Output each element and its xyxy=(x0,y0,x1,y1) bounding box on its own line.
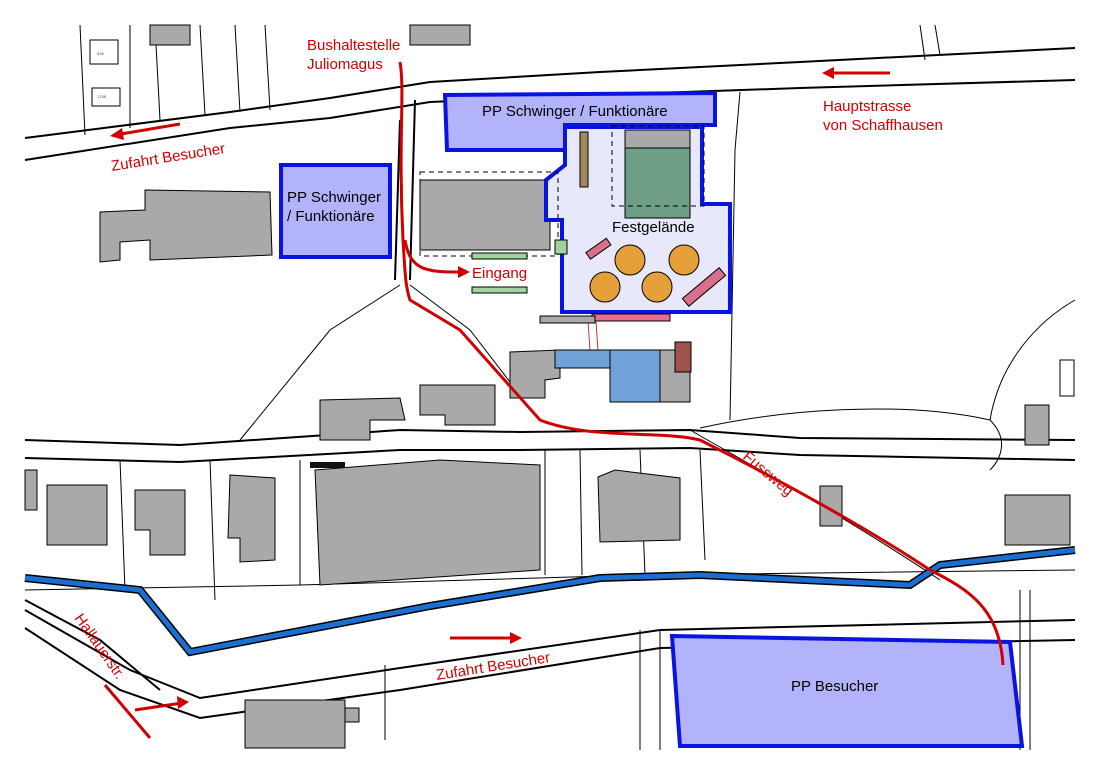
building xyxy=(344,707,360,723)
stall xyxy=(471,252,528,260)
hauptstrasse-south-edge xyxy=(24,79,1076,161)
bench-icon xyxy=(681,267,727,307)
label-main-road: Hauptstrasse xyxy=(823,98,911,115)
arrows xyxy=(103,67,890,739)
diagonal-road xyxy=(239,284,401,441)
label-bus-stop: Bushaltestelle xyxy=(307,37,400,54)
building-large xyxy=(314,459,541,586)
building xyxy=(1004,494,1071,546)
stall xyxy=(471,286,528,294)
east-loop xyxy=(699,408,1003,471)
label-festival-grounds: Festgelände xyxy=(612,219,695,236)
entrance-route xyxy=(403,239,461,274)
arrow-icon xyxy=(134,701,183,712)
labels: Bushaltestelle Juliomagus Hauptstrasse v… xyxy=(71,37,943,695)
stall xyxy=(539,315,596,324)
parcel-lines-north xyxy=(79,24,271,136)
building xyxy=(149,24,191,46)
tent-icon xyxy=(641,271,673,303)
label-bus-stop-name: Juliomagus xyxy=(307,56,383,73)
label-parcel-1708: 1708 xyxy=(97,94,107,99)
pink-strip xyxy=(591,313,671,322)
arena-green xyxy=(624,147,691,219)
hallauerstr-edge xyxy=(24,599,161,691)
connector-road-west xyxy=(394,119,401,281)
arrow-icon xyxy=(110,128,124,140)
building xyxy=(409,24,471,46)
parcel-lines-south xyxy=(384,590,1031,750)
tent-icon xyxy=(614,244,646,276)
label-access-visitors-top: Zufahrt Besucher xyxy=(110,140,226,175)
stall xyxy=(554,239,568,255)
visitor-route xyxy=(398,61,1005,666)
label-main-road-origin: von Schaffhausen xyxy=(823,117,943,134)
building xyxy=(244,699,346,749)
east-curve xyxy=(989,299,1076,421)
parcel-lines-mid xyxy=(119,449,706,601)
hall-blue xyxy=(554,349,616,369)
arrow-icon xyxy=(177,696,189,709)
label-entrance: Eingang xyxy=(472,265,527,282)
hall-blue xyxy=(609,349,661,403)
connector-road-east xyxy=(409,99,416,281)
parking-areas xyxy=(279,90,1025,748)
parcel-lines-ne xyxy=(919,24,941,61)
building xyxy=(24,469,38,511)
parking-athletes-left xyxy=(279,163,392,259)
arena-dashed-outline xyxy=(611,125,705,207)
east-lane xyxy=(729,91,741,421)
building xyxy=(419,384,496,426)
building xyxy=(597,469,681,543)
label-parking-visitors: PP Besucher xyxy=(791,678,878,695)
building xyxy=(319,397,406,441)
building-dark-strip xyxy=(310,462,345,468)
middle-road-south-edge xyxy=(24,446,1076,464)
bench-icon xyxy=(585,237,612,260)
arrow-icon xyxy=(114,122,181,137)
label-hallauer-street: Hallauerstr. xyxy=(71,611,128,683)
building xyxy=(227,474,276,563)
arrow-icon xyxy=(458,266,470,278)
small-building xyxy=(1059,359,1075,397)
building xyxy=(134,489,186,556)
river-bank-north xyxy=(24,569,1076,591)
label-footpath: Fussweg xyxy=(739,448,796,500)
building xyxy=(419,179,551,251)
middle-road-north-edge xyxy=(24,428,1076,447)
parking-visitors xyxy=(669,633,1025,748)
tent-icon xyxy=(668,244,700,276)
thin-lines xyxy=(587,321,599,351)
label-parking-athletes-top: PP Schwinger / Funktionäre xyxy=(482,103,668,120)
buildings xyxy=(24,24,1075,749)
building xyxy=(819,485,843,527)
bottom-road-north-edge xyxy=(24,609,1076,700)
hauptstrasse-north-edge xyxy=(24,47,1076,139)
arena-stand xyxy=(624,129,691,149)
small-building xyxy=(89,39,119,65)
label-parking-athletes-left: PP Schwinger xyxy=(287,189,381,206)
label-parcel-516: 516 xyxy=(97,51,104,56)
building xyxy=(46,484,108,546)
arrow-icon xyxy=(510,632,522,644)
building xyxy=(509,349,561,399)
hallauer-marker xyxy=(103,684,152,739)
building xyxy=(99,189,273,263)
small-building xyxy=(91,87,121,107)
festival-grounds xyxy=(419,125,732,351)
label-parking-athletes-left-2: / Funktionäre xyxy=(287,208,375,225)
building xyxy=(1024,404,1050,446)
arrow-icon xyxy=(822,67,834,79)
diagonal-road-2 xyxy=(409,284,521,396)
stand-strip xyxy=(579,131,589,188)
roof-brown xyxy=(674,341,692,373)
tent-icon xyxy=(589,271,621,303)
